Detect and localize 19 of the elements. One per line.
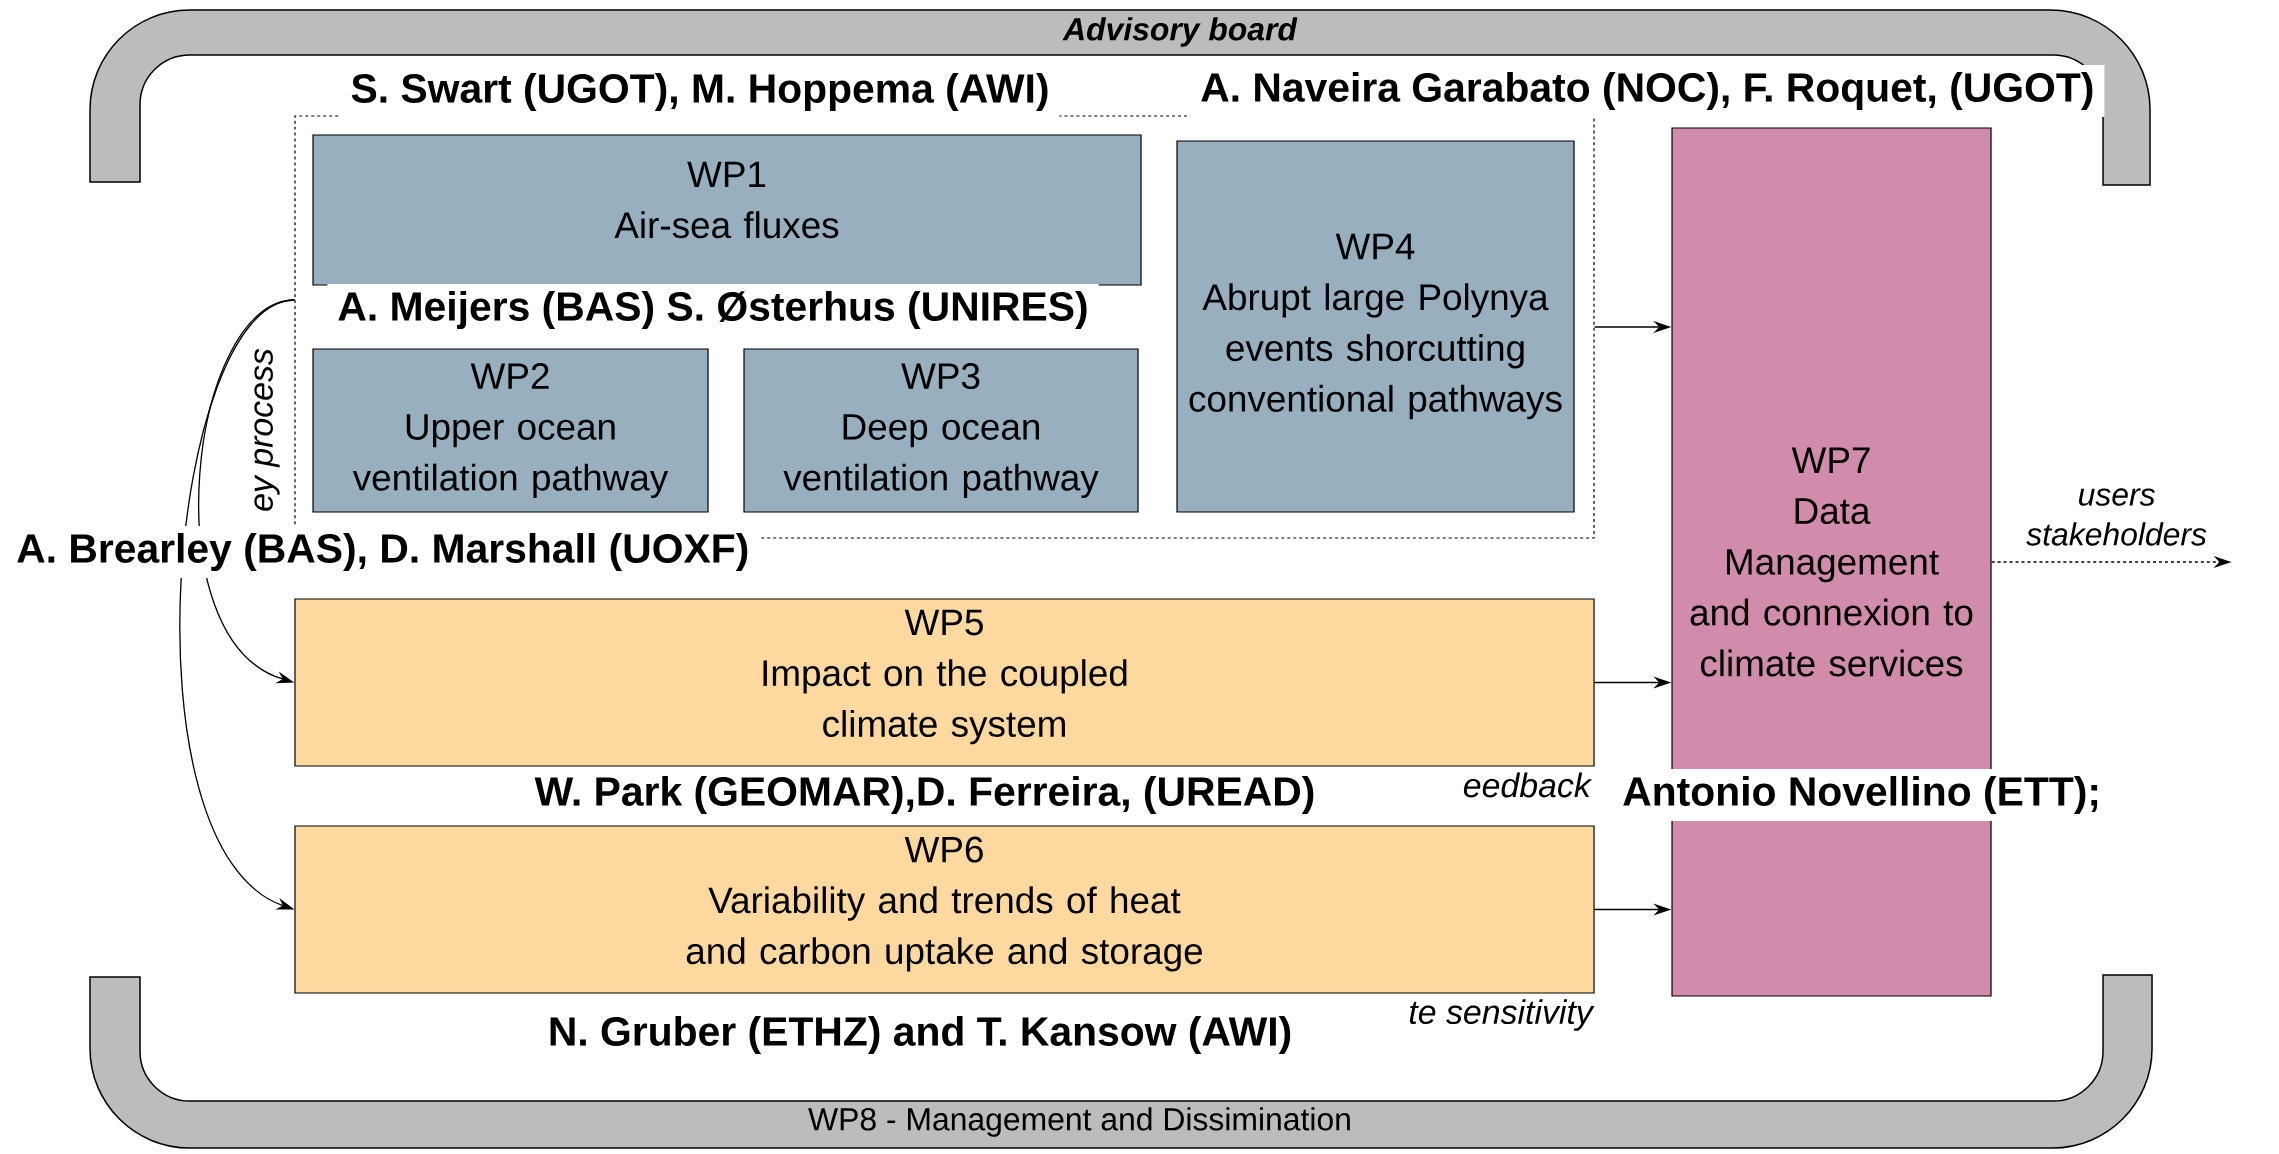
arrow xyxy=(179,299,296,910)
work-package-box: WP4 Abrupt large Polynya events shorcutting conventional pathways xyxy=(1176,140,1575,513)
caption-text: te sensitivity xyxy=(1409,999,1595,1031)
work-package-box: WP5 Impact on the coupled climate system xyxy=(294,598,1595,767)
caption-text: eedback xyxy=(1463,772,1593,798)
name-label: Antonio Novellino (ETT); xyxy=(1612,768,2111,822)
node-label: ey process xyxy=(254,348,280,511)
name-label: W. Park (GEOMAR),D. Ferreira, (UREAD) xyxy=(524,768,1326,822)
edge-label: users stakeholders xyxy=(2026,488,2207,546)
work-package-box: WP1 Air-sea fluxes xyxy=(312,134,1142,286)
work-package-box: WP6 Variability and trends of heat and carbon uptake and storage xyxy=(294,825,1595,994)
name-label: A. Meijers (BAS) S. Østerhus (UNIRES) xyxy=(327,283,1099,337)
work-package-box: WP3 Deep ocean ventilation pathway xyxy=(743,348,1139,513)
arrow xyxy=(198,299,296,684)
name-label: N. Gruber (ETHZ) and T. Kansow (AWI) xyxy=(537,1009,1303,1062)
name-label: S. Swart (UGOT), M. Hoppema (AWI) xyxy=(340,65,1060,119)
name-label: A. Naveira Garabato (NOC), F. Roquet, (UGOT) xyxy=(1190,64,2105,118)
work-package-box: WP2 Upper ocean ventilation pathway xyxy=(312,348,709,513)
name-label: A. Brearley (BAS), D. Marshall (UOXF) xyxy=(6,525,760,579)
